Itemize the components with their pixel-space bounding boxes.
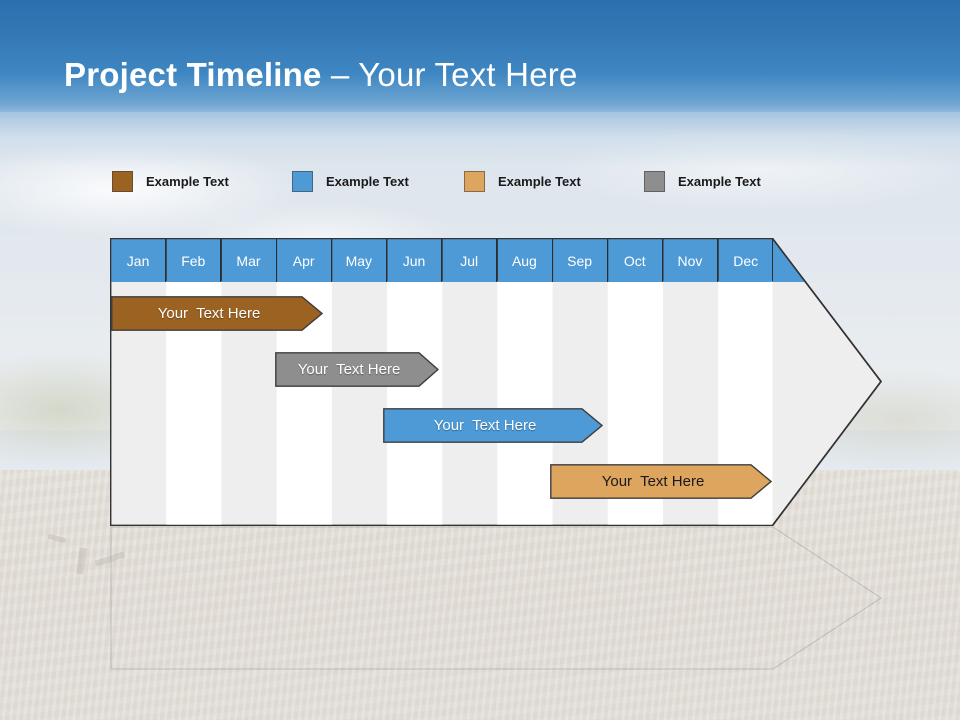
page-title: Project Timeline – Your Text Here [64,56,578,94]
task-bar-1-label: Your Text Here [157,305,261,322]
task-bar-3-label: Your Text Here [433,417,537,434]
legend-item-3[interactable]: Example Text [464,169,581,193]
legend-label-1: Example Text [146,173,229,189]
task-bar-4-label: Your Text Here [601,473,705,490]
month-oct[interactable]: Oct [608,239,663,282]
task-bar-1-shape [111,296,323,331]
month-separators [165,239,773,282]
month-nov[interactable]: Nov [663,239,719,282]
legend-swatch-icon-1 [112,170,133,192]
legend-swatch-icon-4 [644,170,665,192]
task-bar-2-shape [275,352,439,387]
task-bar-2[interactable]: Your Text Here [275,352,439,387]
task-bar-3-shape [383,408,603,443]
month-feb[interactable]: Feb [166,239,222,282]
legend-label-2: Example Text [326,173,409,189]
title-strong: Project Timeline [64,56,322,93]
title-separator: – [321,56,359,93]
legend-swatch-icon-3 [464,170,485,192]
title-light: Your Text Here [358,56,578,93]
month-apr[interactable]: Apr [277,239,332,282]
title-banner [0,0,960,118]
month-header-row: Jan Feb Mar Apr May Jun Jul Aug Sep Oct … [111,239,773,282]
task-bar-4[interactable]: Your Text Here [550,464,772,499]
month-jul[interactable]: Jul [442,239,498,282]
legend-item-2[interactable]: Example Text [292,169,409,193]
legend-label-3: Example Text [498,173,581,189]
task-bar-3[interactable]: Your Text Here [383,408,603,443]
month-may[interactable]: May [332,239,387,282]
timeline-chart: Jan Feb Mar Apr May Jun Jul Aug Sep Oct … [110,238,882,526]
task-bar-4-shape [550,464,772,499]
legend-item-4[interactable]: Example Text [644,169,761,193]
title-banner-fade [0,112,960,167]
month-jun[interactable]: Jun [387,239,443,282]
month-mar[interactable]: Mar [221,239,277,282]
legend: Example Text Example Text Example Text E… [112,169,812,193]
month-dec[interactable]: Dec [733,252,759,269]
legend-item-1[interactable]: Example Text [112,169,229,193]
legend-swatch-icon-2 [292,170,313,192]
month-jan[interactable]: Jan [111,239,167,282]
month-aug[interactable]: Aug [497,239,553,282]
legend-label-4: Example Text [678,173,761,189]
task-bar-1[interactable]: Your Text Here [111,296,323,331]
task-bar-2-label: Your Text Here [297,361,401,378]
month-sep[interactable]: Sep [553,239,608,282]
timeline-reflection [110,526,882,670]
task-bars: Your Text Here Your Text Here Your Text … [110,282,882,525]
